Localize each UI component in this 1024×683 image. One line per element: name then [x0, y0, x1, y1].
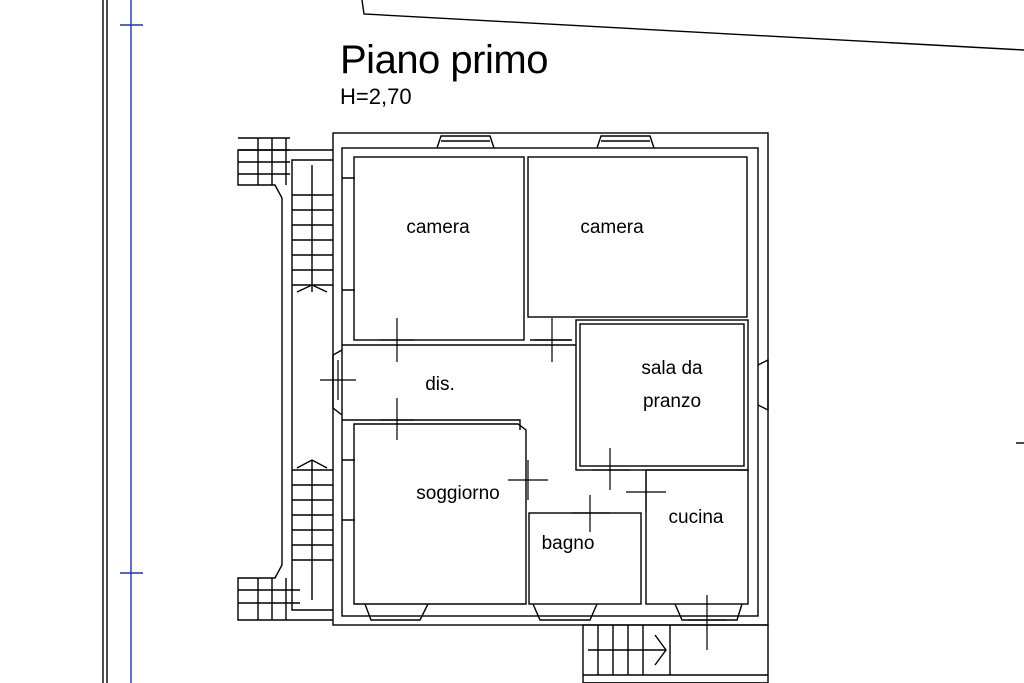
room-label-cucina: cucina	[668, 507, 724, 528]
room-camera-left	[353, 156, 525, 341]
window	[436, 135, 495, 149]
room-cucina	[645, 469, 749, 605]
room-label-soggiorno: soggiorno	[416, 483, 500, 504]
stair-external	[582, 624, 769, 683]
room-label-camera-left: camera	[406, 217, 470, 238]
stair-bottom	[238, 459, 333, 620]
room-camera-right	[527, 156, 748, 318]
room-label-sala-line2: pranzo	[642, 391, 702, 412]
room-soggiorno	[353, 423, 527, 605]
window	[596, 135, 655, 149]
room-label-camera-right: camera	[580, 217, 644, 238]
crosshair-markers	[320, 318, 726, 650]
window	[674, 603, 743, 621]
inner-outer-wall	[341, 147, 759, 617]
plan-height: H=2,70	[340, 84, 412, 109]
property-line	[361, 0, 1024, 51]
window	[532, 603, 598, 621]
room-label-bagno: bagno	[541, 533, 595, 554]
plan-title: Piano primo	[340, 38, 548, 82]
room-label-dis: dis.	[425, 374, 455, 395]
room-label-sala-line1: sala da	[641, 358, 703, 379]
window	[757, 358, 769, 412]
window	[364, 603, 429, 621]
balcony-outline	[237, 149, 333, 621]
stair-top	[238, 137, 333, 293]
